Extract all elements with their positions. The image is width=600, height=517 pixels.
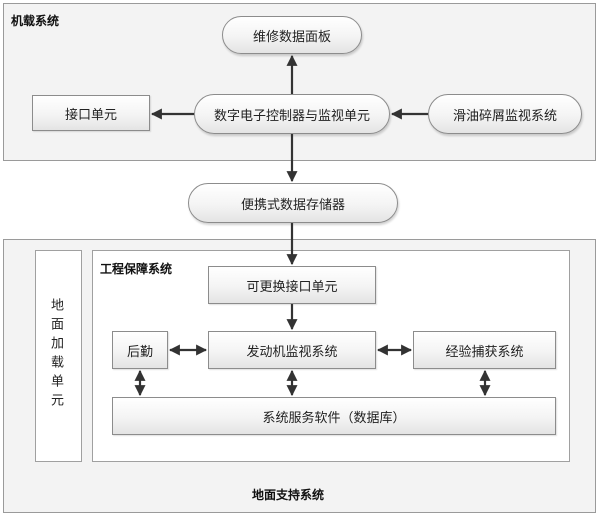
oil-debris-monitor-system[interactable]: 滑油碎屑监视系统 <box>428 94 582 134</box>
digital-controller-monitor-unit[interactable]: 数字电子控制器与监视单元 <box>194 94 390 134</box>
ground-loading-unit-label: 地面加载单元 <box>48 298 63 412</box>
logistics-box[interactable]: 后勤 <box>112 331 168 369</box>
airborne-system-title: 机载系统 <box>11 14 60 28</box>
experience-capture-system[interactable]: 经验捕获系统 <box>413 331 556 369</box>
portable-data-storage[interactable]: 便携式数据存储器 <box>188 183 398 223</box>
interface-unit[interactable]: 接口单元 <box>32 95 150 131</box>
replaceable-interface-unit[interactable]: 可更换接口单元 <box>208 266 376 304</box>
system-service-software-database[interactable]: 系统服务软件（数据库） <box>112 397 556 435</box>
maintenance-data-panel[interactable]: 维修数据面板 <box>222 16 362 54</box>
engine-monitoring-system[interactable]: 发动机监视系统 <box>208 331 376 369</box>
engineering-support-title: 工程保障系统 <box>100 262 173 276</box>
ground-loading-unit-panel <box>35 250 82 462</box>
ground-support-title: 地面支持系统 <box>252 488 325 502</box>
